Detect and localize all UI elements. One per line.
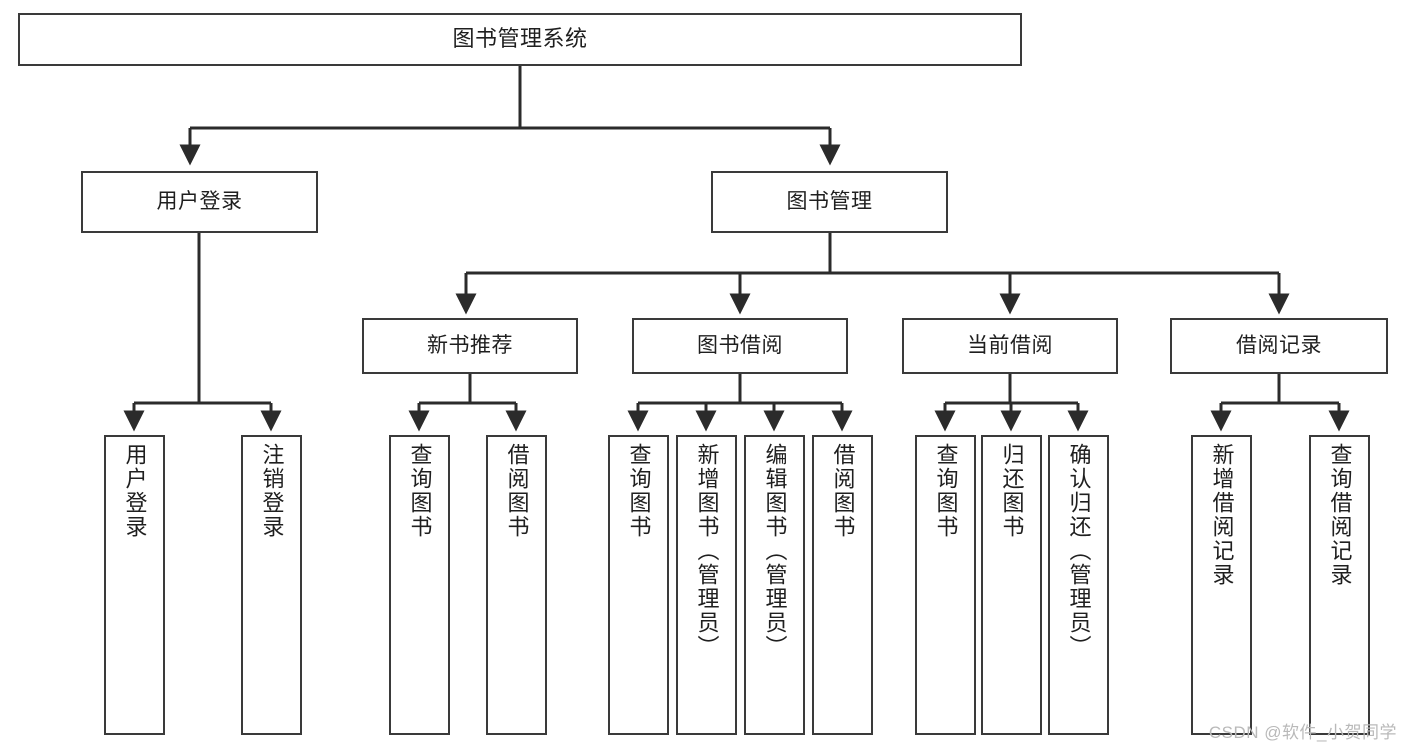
node-label: 借阅图书 bbox=[504, 443, 530, 539]
leaf-user-login[interactable]: 用户登录 bbox=[104, 435, 165, 735]
leaf-edit-book[interactable]: 编辑图书（管理员） bbox=[744, 435, 805, 735]
node-label: 新增图书（管理员） bbox=[694, 443, 720, 659]
node-label: 用户登录 bbox=[156, 190, 243, 214]
node-borrow-record[interactable]: 借阅记录 bbox=[1170, 318, 1388, 374]
node-label: 查询图书 bbox=[626, 443, 652, 539]
node-label: 归还图书 bbox=[999, 443, 1025, 539]
node-book-borrow[interactable]: 图书借阅 bbox=[632, 318, 848, 374]
leaf-borrow-book-recommend[interactable]: 借阅图书 bbox=[486, 435, 547, 735]
leaf-query-book-borrow[interactable]: 查询图书 bbox=[608, 435, 669, 735]
node-label: 用户登录 bbox=[122, 443, 148, 539]
leaf-query-borrow-record[interactable]: 查询借阅记录 bbox=[1309, 435, 1370, 735]
node-label: 借阅图书 bbox=[830, 443, 856, 539]
node-new-book-recommend[interactable]: 新书推荐 bbox=[362, 318, 578, 374]
node-user-login[interactable]: 用户登录 bbox=[81, 171, 318, 233]
node-label: 查询图书 bbox=[407, 443, 433, 539]
node-label: 编辑图书（管理员） bbox=[762, 443, 788, 659]
csdn-watermark: CSDN @软件_小贺同学 bbox=[1208, 723, 1397, 742]
leaf-query-book-current[interactable]: 查询图书 bbox=[915, 435, 976, 735]
node-current-borrow[interactable]: 当前借阅 bbox=[902, 318, 1118, 374]
node-book-management[interactable]: 图书管理 bbox=[711, 171, 948, 233]
leaf-confirm-return[interactable]: 确认归还（管理员） bbox=[1048, 435, 1109, 735]
node-label: 新增借阅记录 bbox=[1209, 443, 1235, 587]
node-label: 查询借阅记录 bbox=[1327, 443, 1353, 587]
node-label: 图书借阅 bbox=[697, 334, 783, 358]
leaf-add-book[interactable]: 新增图书（管理员） bbox=[676, 435, 737, 735]
node-label: 查询图书 bbox=[933, 443, 959, 539]
leaf-borrow-book[interactable]: 借阅图书 bbox=[812, 435, 873, 735]
node-label: 新书推荐 bbox=[427, 334, 513, 358]
node-label: 图书管理系统 bbox=[452, 26, 588, 52]
leaf-logout-login[interactable]: 注销登录 bbox=[241, 435, 302, 735]
node-label: 图书管理 bbox=[786, 190, 873, 214]
leaf-add-borrow-record[interactable]: 新增借阅记录 bbox=[1191, 435, 1252, 735]
leaf-return-book[interactable]: 归还图书 bbox=[981, 435, 1042, 735]
leaf-query-book-recommend[interactable]: 查询图书 bbox=[389, 435, 450, 735]
node-label: 确认归还（管理员） bbox=[1066, 443, 1092, 659]
node-root-book-management-system[interactable]: 图书管理系统 bbox=[18, 13, 1022, 66]
node-label: 借阅记录 bbox=[1236, 334, 1322, 358]
node-label: 当前借阅 bbox=[967, 334, 1053, 358]
node-label: 注销登录 bbox=[259, 443, 285, 539]
